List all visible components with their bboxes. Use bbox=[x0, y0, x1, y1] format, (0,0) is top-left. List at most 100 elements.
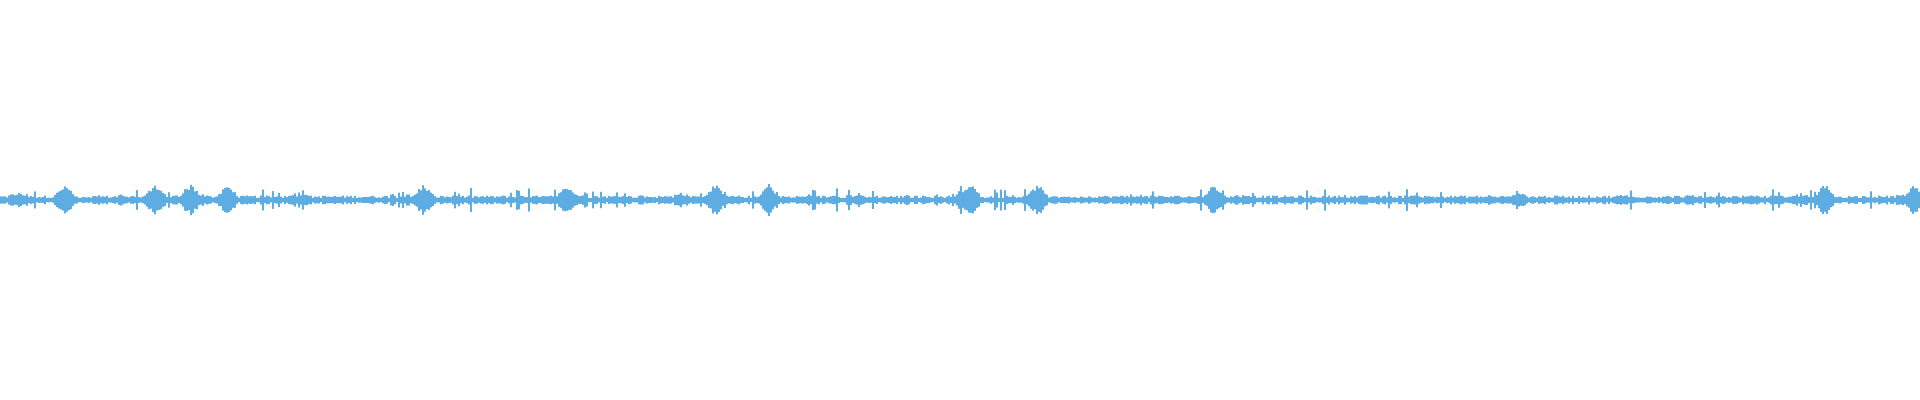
waveform-bar bbox=[1010, 196, 1012, 204]
waveform-bar bbox=[712, 186, 714, 214]
waveform-bar bbox=[262, 189, 264, 211]
waveform-bar bbox=[1614, 196, 1616, 204]
waveform-bar bbox=[368, 196, 370, 204]
waveform-bar bbox=[490, 195, 492, 205]
waveform-bar bbox=[622, 196, 624, 204]
waveform-bar bbox=[390, 194, 392, 206]
waveform-bar bbox=[386, 196, 388, 204]
waveform-bar bbox=[634, 197, 636, 203]
waveform-bar bbox=[100, 196, 102, 204]
waveform-bar bbox=[1656, 197, 1658, 203]
waveform-bar bbox=[48, 197, 50, 203]
waveform-bar bbox=[1906, 193, 1908, 207]
waveform-bar bbox=[226, 187, 228, 213]
waveform-bar bbox=[904, 196, 906, 205]
waveform-bar bbox=[1262, 195, 1264, 205]
waveform-bar bbox=[1596, 196, 1598, 204]
waveform-bar bbox=[536, 195, 538, 205]
waveform-bar bbox=[1568, 196, 1570, 204]
waveform-bar bbox=[316, 196, 318, 204]
waveform-bar bbox=[822, 195, 824, 205]
waveform-bar bbox=[44, 195, 46, 205]
waveform-bar bbox=[1480, 196, 1482, 204]
waveform-bar bbox=[268, 196, 270, 204]
waveform-bar bbox=[92, 196, 94, 204]
waveform-bar bbox=[850, 195, 852, 205]
waveform-bar bbox=[294, 193, 296, 207]
waveform-bar bbox=[374, 197, 376, 203]
waveform-bar bbox=[1060, 197, 1062, 203]
waveform-bar bbox=[394, 195, 396, 205]
waveform-bar bbox=[1118, 196, 1120, 204]
waveform-bar bbox=[1218, 191, 1220, 209]
waveform-bar bbox=[1062, 196, 1064, 204]
waveform-bar bbox=[1710, 196, 1712, 204]
waveform-bar bbox=[288, 195, 290, 205]
waveform-bar bbox=[1044, 193, 1046, 207]
waveform-bar bbox=[434, 196, 436, 204]
waveform-bar bbox=[120, 194, 122, 206]
waveform-bar bbox=[102, 196, 104, 204]
waveform-bar bbox=[1244, 196, 1246, 204]
waveform-bar bbox=[728, 196, 730, 204]
waveform-bar bbox=[502, 195, 504, 205]
waveform-bar bbox=[800, 196, 802, 204]
waveform-bar bbox=[872, 191, 874, 209]
waveform-bar bbox=[830, 196, 832, 204]
waveform-bar bbox=[1296, 197, 1298, 203]
waveform-bar bbox=[1450, 195, 1452, 205]
waveform-bar bbox=[942, 197, 944, 203]
waveform-bar bbox=[1242, 195, 1244, 205]
waveform-bar bbox=[436, 197, 438, 203]
waveform-bar bbox=[1418, 196, 1420, 204]
waveform-bar bbox=[752, 191, 754, 209]
waveform-bar bbox=[1040, 187, 1042, 213]
waveform-bar bbox=[1412, 195, 1414, 205]
waveform-bar bbox=[1608, 195, 1610, 204]
waveform-bar bbox=[152, 188, 154, 213]
waveform-bar bbox=[1352, 197, 1354, 203]
waveform-bar bbox=[510, 192, 512, 208]
waveform-bar bbox=[1718, 192, 1720, 208]
waveform-bar bbox=[804, 196, 806, 204]
waveform-bar bbox=[628, 195, 630, 205]
waveform-bar bbox=[388, 197, 390, 203]
waveform-bar bbox=[1194, 197, 1196, 203]
waveform-bar bbox=[1320, 197, 1322, 203]
waveform-bar bbox=[1388, 191, 1390, 209]
waveform-bar bbox=[1528, 197, 1530, 203]
waveform-bar bbox=[1172, 197, 1174, 203]
waveform-bar bbox=[1552, 197, 1554, 203]
waveform-bar bbox=[1360, 195, 1362, 205]
waveform-bar bbox=[636, 197, 638, 203]
waveform-bar bbox=[764, 189, 766, 211]
waveform-bar bbox=[1392, 197, 1394, 203]
waveform-bar bbox=[1576, 197, 1578, 203]
waveform-bar bbox=[302, 190, 304, 210]
waveform-bar bbox=[222, 189, 224, 211]
waveform-bar bbox=[492, 196, 494, 204]
waveform-bar bbox=[828, 196, 830, 204]
waveform-bar bbox=[272, 191, 274, 209]
waveform-bar bbox=[1676, 195, 1678, 204]
waveform-bar bbox=[992, 197, 994, 203]
waveform-bar bbox=[740, 197, 742, 204]
waveform-bar bbox=[184, 189, 186, 211]
waveform-bar bbox=[1108, 196, 1110, 204]
waveform-bar bbox=[346, 196, 348, 204]
waveform-bar bbox=[582, 195, 584, 205]
waveform-bar bbox=[704, 196, 706, 204]
waveform-bar bbox=[780, 197, 782, 203]
waveform-bar bbox=[1400, 195, 1402, 205]
waveform-bar bbox=[670, 196, 672, 204]
waveform-bar bbox=[858, 193, 860, 208]
waveform-bar bbox=[1054, 196, 1056, 204]
waveform-bar bbox=[20, 193, 22, 207]
waveform-bar bbox=[348, 196, 350, 204]
waveform-bar bbox=[1796, 194, 1798, 206]
waveform-bar bbox=[250, 196, 252, 204]
waveform-bar bbox=[188, 189, 190, 211]
waveform-bar bbox=[456, 195, 458, 204]
waveform-bar bbox=[1638, 197, 1640, 203]
